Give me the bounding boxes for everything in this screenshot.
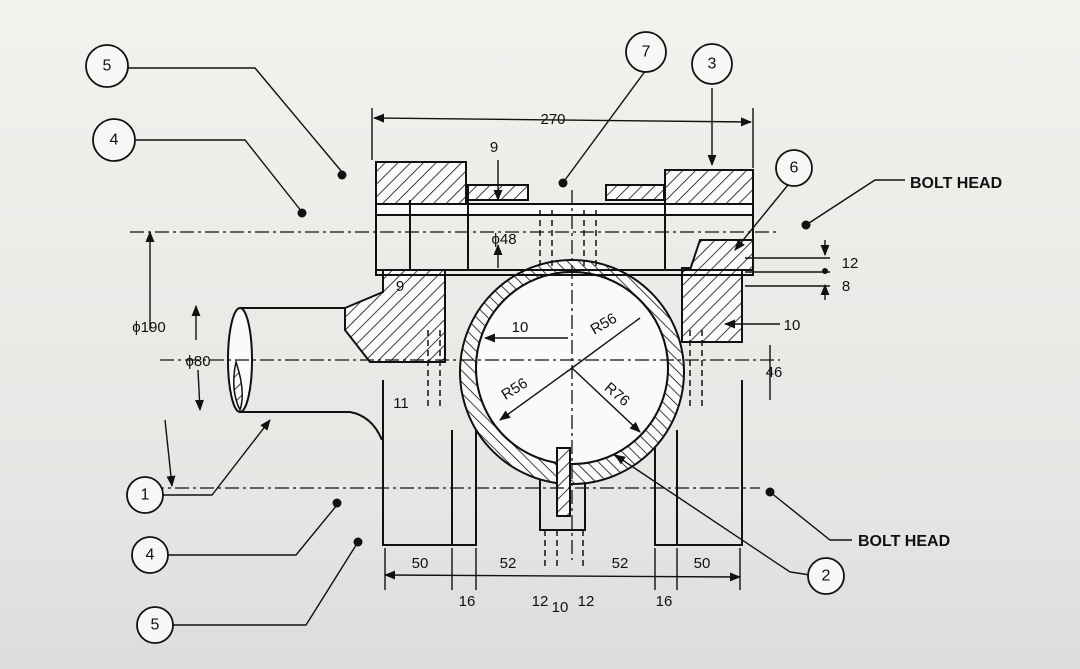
dim-sixteen-right: 16 <box>656 593 673 610</box>
balloon-1-number: 1 <box>141 487 150 504</box>
dim-overall-width: 270 <box>540 111 565 128</box>
dim-eleven: 11 <box>393 395 409 412</box>
dim-twelve-right: 12 <box>842 255 859 272</box>
top-cap-left-block <box>375 161 467 205</box>
dim-ten-center: 10 <box>512 319 529 336</box>
dim-twelve-left-bottom: 12 <box>532 593 549 610</box>
balloon-2 <box>807 557 845 595</box>
centre-pin <box>556 447 571 517</box>
balloon-3-number: 3 <box>708 56 717 73</box>
balloon-4-top <box>92 118 136 162</box>
centre-slot <box>539 448 586 531</box>
balloon-7-number: 7 <box>642 44 651 61</box>
top-cap-body <box>375 203 754 216</box>
dim-ten-bottom: 10 <box>552 599 569 616</box>
balloon-6 <box>775 149 813 187</box>
balloon-4-bottom-number: 4 <box>146 547 155 564</box>
dim-eight-right: 8 <box>842 278 850 295</box>
dim-fifty-right: 50 <box>694 555 711 572</box>
dim-nine-top: 9 <box>490 139 498 156</box>
dim-phi48: ϕ48 <box>491 231 516 248</box>
dim-twelve-right-bottom: 12 <box>578 593 595 610</box>
balloon-6-number: 6 <box>790 160 799 177</box>
balloon-5-top <box>85 44 129 88</box>
balloon-5-bottom <box>136 606 174 644</box>
balloon-1 <box>126 476 164 514</box>
right-boss <box>681 267 743 343</box>
balloon-5-top-number: 5 <box>103 58 112 75</box>
dim-phi80: ϕ80 <box>185 353 210 370</box>
dim-nine-left: 9 <box>396 278 404 295</box>
balloon-3 <box>691 43 733 85</box>
shaft-outline <box>240 307 383 441</box>
left-boss <box>344 269 446 363</box>
dim-fifty-two-right: 52 <box>612 555 629 572</box>
balloon-5-bottom-number: 5 <box>151 617 160 634</box>
balloon-7 <box>625 31 667 73</box>
dim-ten-right: 10 <box>784 317 801 334</box>
dim-sixteen-left: 16 <box>459 593 476 610</box>
dim-fifty-left: 50 <box>412 555 429 572</box>
balloon-4-bottom <box>131 536 169 574</box>
bolt-head-label-top: BOLT HEAD <box>910 175 1002 192</box>
dim-forty-six: 46 <box>766 364 783 381</box>
dim-phi190: ϕ190 <box>132 319 165 336</box>
balloon-2-number: 2 <box>822 568 831 585</box>
bolt-head-label-bottom: BOLT HEAD <box>858 533 950 550</box>
dim-fifty-two-left: 52 <box>500 555 517 572</box>
top-cap-right-block <box>664 169 754 206</box>
balloon-4-top-number: 4 <box>110 132 119 149</box>
